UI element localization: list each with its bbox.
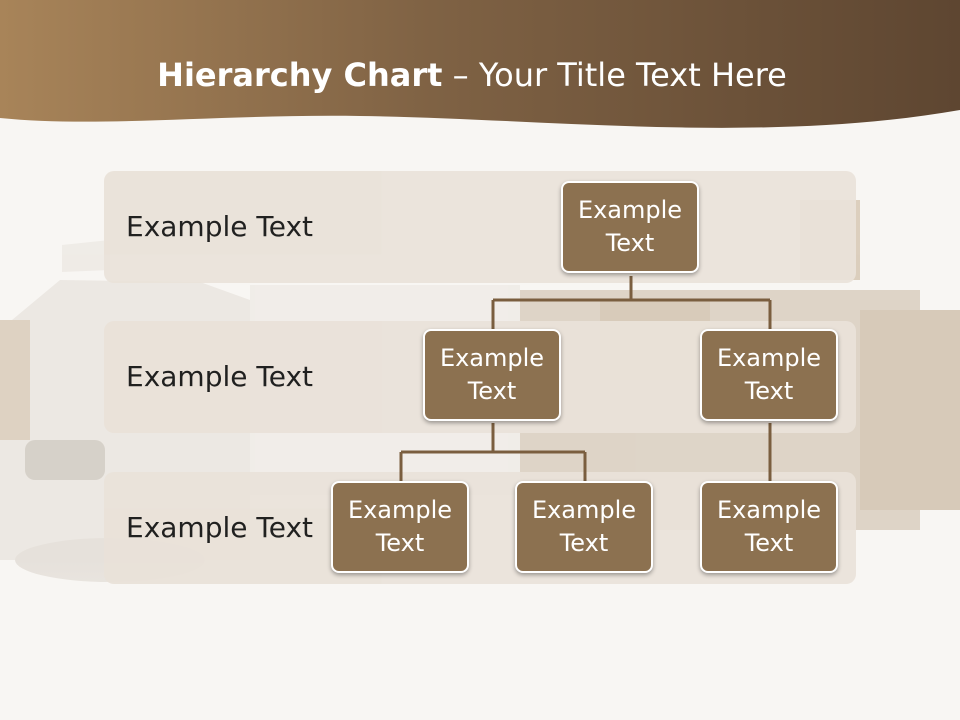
node-level3-c-label: Example Text [716,496,822,557]
node-level3-c[interactable]: Example Text [700,481,838,573]
node-root-label: Example Text [577,196,683,257]
level-band-1: Example Text [104,171,856,283]
node-level3-b[interactable]: Example Text [515,481,653,573]
title-rest: – Your Title Text Here [442,56,787,94]
node-level2-left-label: Example Text [439,344,545,405]
node-level2-left[interactable]: Example Text [423,329,561,421]
node-root[interactable]: Example Text [561,181,699,273]
node-level3-a[interactable]: Example Text [331,481,469,573]
node-level2-right[interactable]: Example Text [700,329,838,421]
slide-title: Hierarchy Chart – Your Title Text Here [0,52,944,98]
node-level2-right-label: Example Text [716,344,822,405]
level-label-1: Example Text [126,210,314,243]
level-label-3: Example Text [126,511,314,544]
title-bold: Hierarchy Chart [157,56,443,94]
node-level3-b-label: Example Text [531,496,637,557]
node-level3-a-label: Example Text [347,496,453,557]
level-label-2: Example Text [126,360,314,393]
